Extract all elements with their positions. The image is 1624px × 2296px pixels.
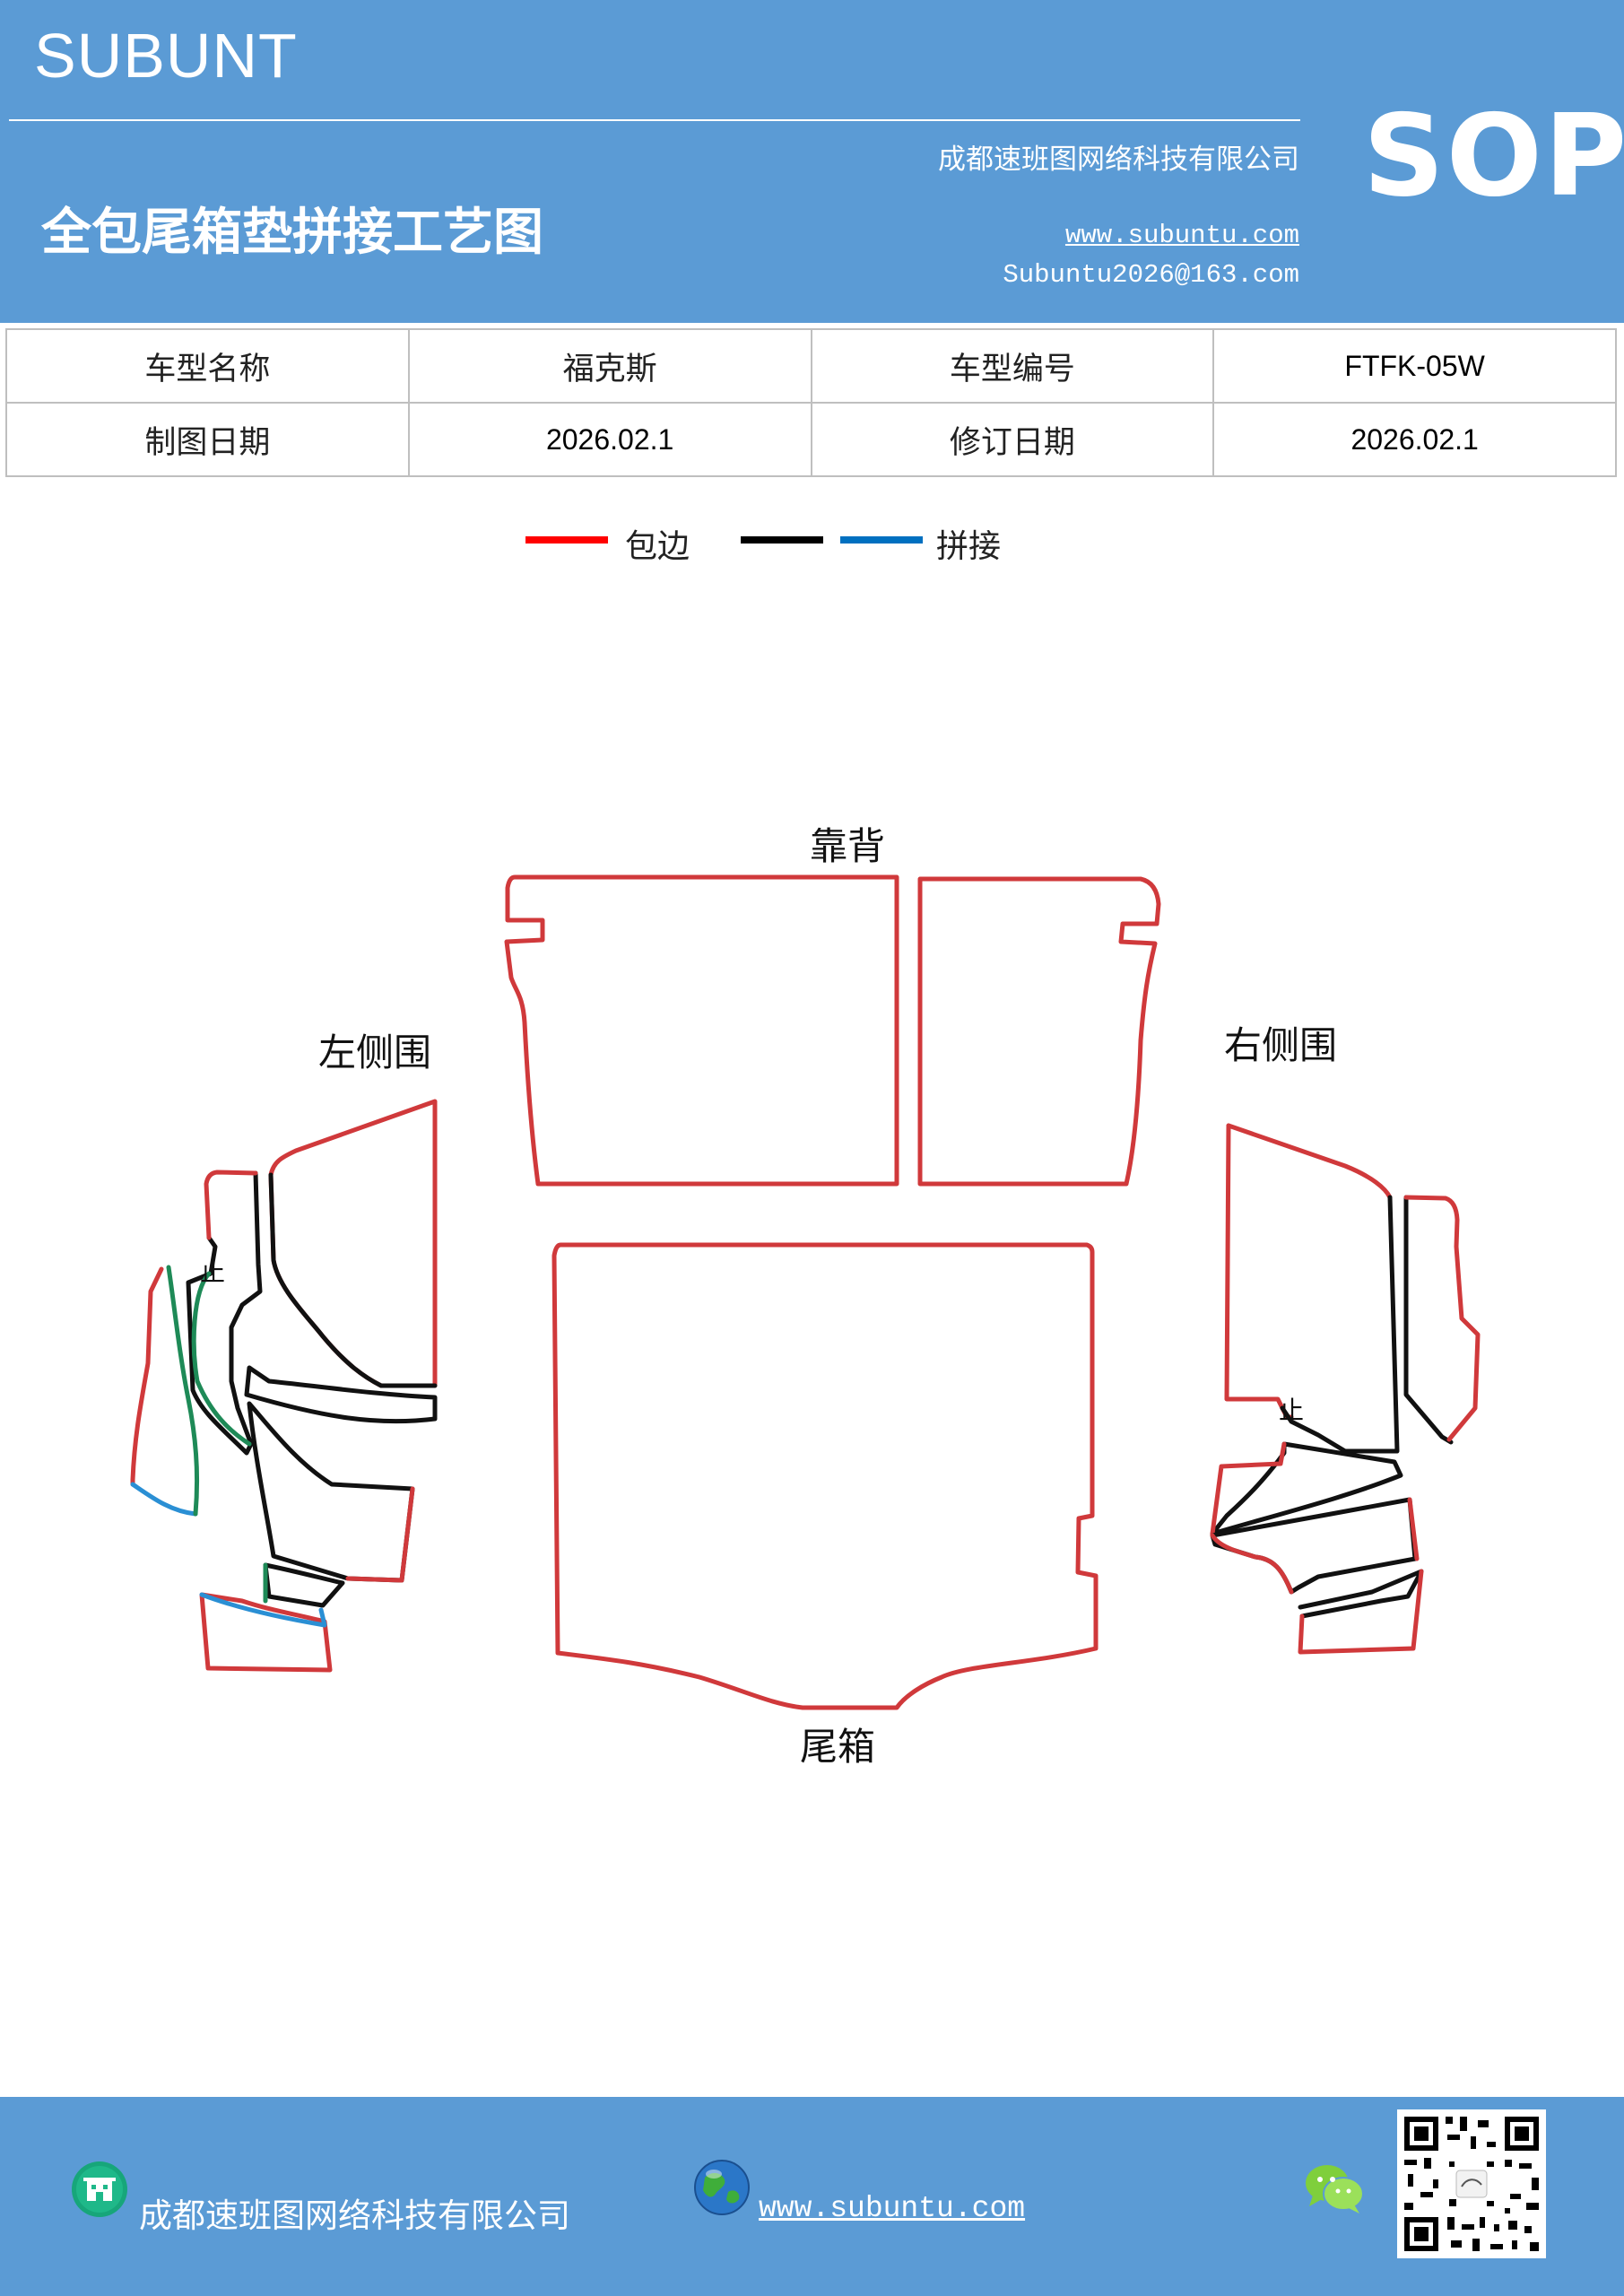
- left-side-green-seam-a: [166, 1265, 200, 1517]
- qr-code-graphic: [1397, 2109, 1546, 2258]
- table-row: 制图日期 2026.02.1 修订日期 2026.02.1: [5, 402, 1617, 477]
- trunk-mat-diagram: 靠背 左侧围 右侧围 尾箱 止 止: [130, 824, 1481, 1769]
- label-left-side: 左侧围: [318, 1031, 431, 1074]
- right-side-bottom-strip: [1298, 1569, 1424, 1619]
- left-side-bottom-blue: [199, 1592, 327, 1628]
- label-stop-right: 止: [1279, 1396, 1304, 1425]
- globe-icon: [694, 2160, 750, 2215]
- qr-code: [1397, 2109, 1546, 2258]
- website-link[interactable]: www.subuntu.com: [1064, 221, 1299, 250]
- label-trunk: 尾箱: [800, 1725, 875, 1769]
- right-side-mid-edge: [1210, 1441, 1287, 1536]
- model-name-value: 福克斯: [407, 328, 812, 404]
- table-row: 车型名称 福克斯 车型编号 FTFK-05W: [5, 328, 1617, 404]
- revise-date-label: 修订日期: [810, 402, 1215, 477]
- left-side-outer-panel: [130, 1266, 164, 1487]
- revise-date-value: 2026.02.1: [1212, 402, 1617, 477]
- company-name: 成都速班图网络科技有限公司: [938, 144, 1299, 176]
- sop-label: SOP: [1363, 90, 1624, 222]
- right-side-bottom-piece: [1298, 1569, 1424, 1655]
- footer-banner: 成都速班图网络科技有限公司 www.subuntu.com: [0, 2097, 1624, 2296]
- document-title: 全包尾箱垫拼接工艺图: [41, 204, 543, 262]
- email-address: Subuntu2026@163.com: [1003, 260, 1299, 290]
- left-side-top-panel: [268, 1099, 438, 1388]
- footer-website-link[interactable]: www.subuntu.com: [759, 2192, 1026, 2225]
- legend-label-binding: 包边: [625, 528, 690, 565]
- right-side-top-seam: [1280, 1195, 1400, 1454]
- legend-black-line: [741, 536, 823, 544]
- left-side-outer-blue-seam: [130, 1482, 198, 1517]
- header-divider: [9, 119, 1300, 121]
- left-side-green-seam-b: [191, 1271, 252, 1447]
- trunk-floor-panel: [551, 1242, 1099, 1710]
- left-side-middle-strip: [244, 1365, 438, 1424]
- header-banner: SUBUNT 成都速班图网络科技有限公司 全包尾箱垫拼接工艺图 www.subu…: [0, 0, 1624, 323]
- right-side-column: [1403, 1195, 1454, 1445]
- label-backrest: 靠背: [810, 824, 885, 868]
- right-side-lower-edge: [1210, 1497, 1420, 1595]
- left-side-column-edge: [204, 1170, 258, 1240]
- legend-blue-line: [840, 536, 923, 544]
- wechat-icon: [1306, 2165, 1364, 2213]
- footer-company-name: 成都速班图网络科技有限公司: [139, 2196, 570, 2235]
- building-icon: [72, 2161, 127, 2217]
- right-side-mid-strip: [1210, 1441, 1403, 1536]
- draw-date-label: 制图日期: [5, 402, 410, 477]
- brand-name: SUBUNT: [34, 21, 298, 91]
- model-name-label: 车型名称: [5, 328, 410, 404]
- left-side-small-strip: [263, 1562, 345, 1608]
- draw-date-value: 2026.02.1: [407, 402, 812, 477]
- left-side-bottom-piece: [199, 1592, 333, 1673]
- right-side-column-edge: [1403, 1195, 1481, 1442]
- legend: 包边 拼接: [0, 520, 1624, 574]
- right-side-top-panel: [1224, 1123, 1294, 1420]
- backrest-left-panel: [504, 874, 899, 1187]
- vehicle-info-table: 车型名称 福克斯 车型编号 FTFK-05W 制图日期 2026.02.1 修订…: [5, 328, 1617, 477]
- left-side-column-panel: [186, 1170, 263, 1456]
- left-side-top-seam: [268, 1172, 438, 1388]
- legend-red-line: [525, 536, 608, 544]
- backrest-right-panel: [917, 876, 1161, 1187]
- right-side-lower-strip: [1210, 1497, 1418, 1595]
- left-side-lower-panel: [247, 1401, 415, 1583]
- left-side-lower-edge: [345, 1486, 415, 1583]
- legend-label-seam: 拼接: [936, 528, 1002, 565]
- label-right-side: 右侧围: [1224, 1023, 1337, 1067]
- right-side-top-edge: [1226, 1123, 1393, 1200]
- model-code-value: FTFK-05W: [1212, 328, 1617, 404]
- model-code-label: 车型编号: [810, 328, 1215, 404]
- label-stop-left: 止: [200, 1257, 225, 1287]
